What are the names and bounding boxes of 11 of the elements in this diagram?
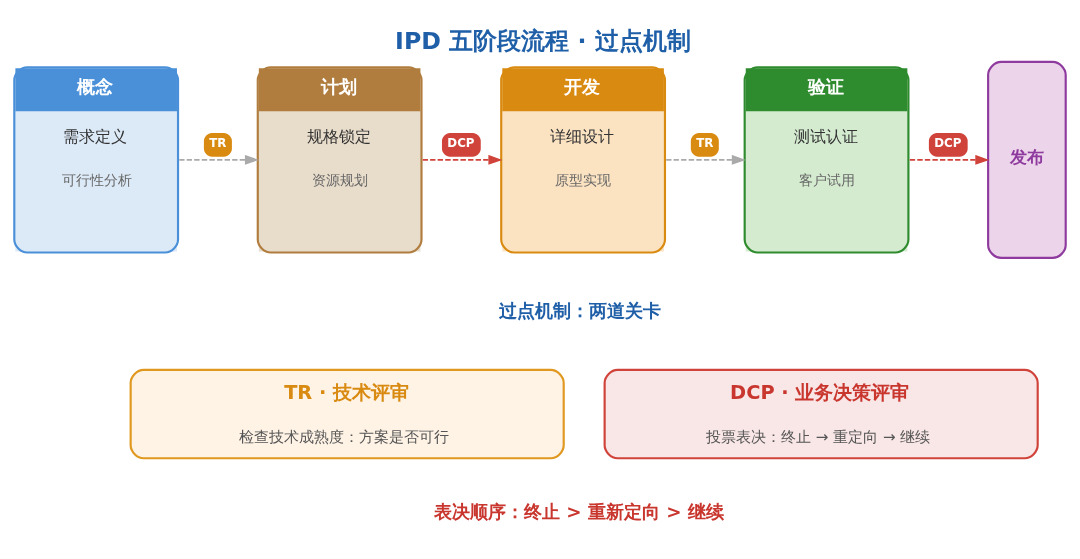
arrow xyxy=(665,154,746,165)
edge-label: TR xyxy=(696,135,714,150)
arrow xyxy=(908,154,990,165)
diagram-title: IPD 五阶段流程 · 过点机制 xyxy=(395,26,691,54)
label: 过点机制：两道关卡 xyxy=(499,299,662,321)
arrow xyxy=(178,154,259,165)
label: 表决顺序：终止 > 重新定向 > 继续 xyxy=(433,500,725,522)
arrow xyxy=(421,154,503,165)
edge-label: DCP xyxy=(934,135,962,150)
edge-label: DCP xyxy=(447,135,475,150)
edge-label: TR xyxy=(209,135,227,150)
